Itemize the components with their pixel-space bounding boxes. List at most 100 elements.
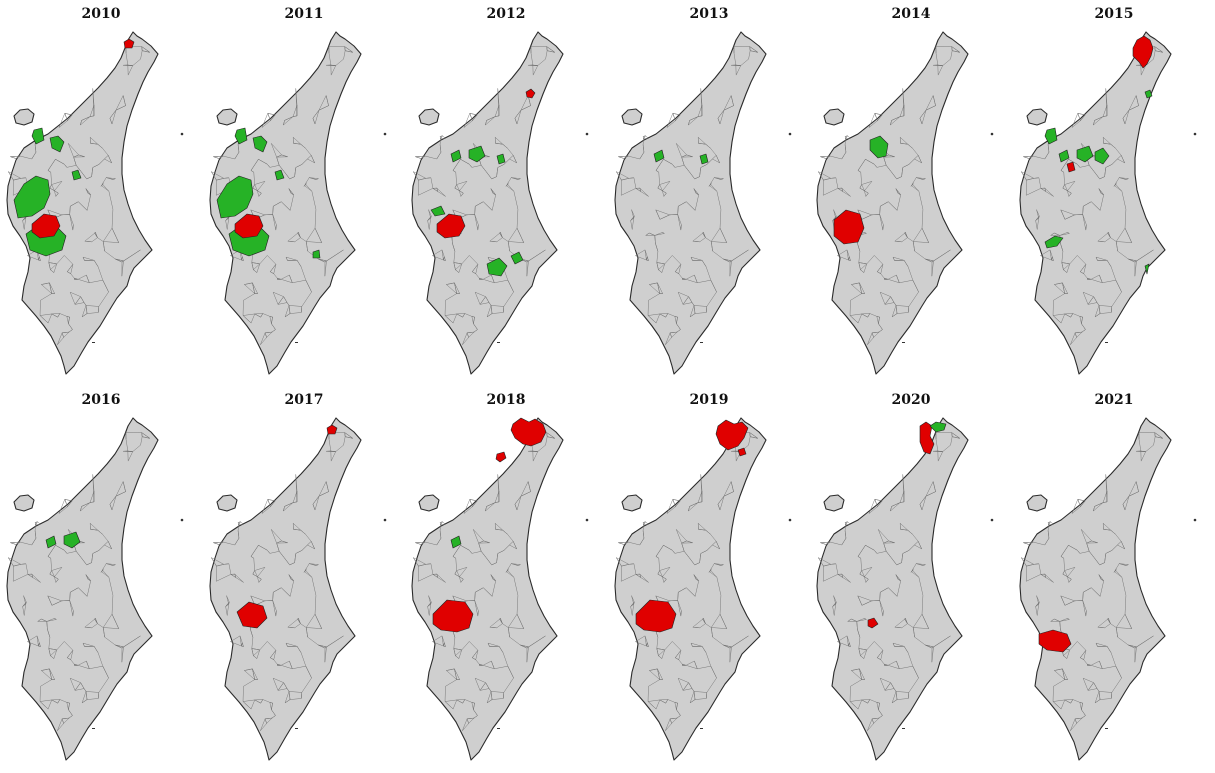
year-label: 2020 <box>891 392 931 408</box>
region-red-mid-red <box>1066 161 1076 173</box>
coastal-islet <box>902 342 905 343</box>
municipal-borders <box>1021 46 1164 345</box>
year-label: 2015 <box>1094 6 1134 22</box>
map-panel-2019: 2019 <box>608 386 810 772</box>
year-label: 2021 <box>1094 392 1134 408</box>
territory-outline <box>614 31 767 375</box>
region-map <box>1019 31 1197 375</box>
region-green-north-b <box>1076 145 1094 163</box>
region-green-sw-sliver <box>1044 235 1064 249</box>
region-map <box>614 417 792 761</box>
region-green-north-e <box>1094 147 1110 165</box>
region-green-east-small <box>312 249 321 259</box>
map-panel-2017: 2017 <box>203 386 405 772</box>
region-map <box>6 31 184 375</box>
region-map <box>209 31 387 375</box>
region-red-ne-mid <box>525 88 536 99</box>
region-red-ne-tip <box>326 424 338 435</box>
region-green-north-b <box>468 145 486 163</box>
coastal-islet <box>92 728 95 729</box>
territory-outline <box>6 417 159 761</box>
map-panel-2013: 2013 <box>608 0 810 386</box>
region-green-west-c <box>71 169 82 181</box>
region-green-west-big <box>216 175 254 219</box>
map-panel-2016: 2016 <box>0 386 202 772</box>
region-green-north-c <box>496 153 506 165</box>
offshore-islet <box>990 132 994 136</box>
region-green-north-a <box>450 149 462 163</box>
exclave-outline <box>13 494 35 512</box>
region-green-south-b <box>510 251 524 265</box>
coastal-islet <box>700 342 703 343</box>
region-red-sw-mid-big <box>432 599 474 633</box>
territory-outline <box>411 31 564 375</box>
exclave-outline <box>823 494 845 512</box>
offshore-islet <box>180 518 184 522</box>
coastal-islet <box>902 728 905 729</box>
coastal-islet <box>497 342 500 343</box>
region-map <box>411 417 589 761</box>
territory-outline <box>816 417 969 761</box>
region-green-west-a <box>234 127 248 145</box>
map-panel-2015: 2015 <box>1013 0 1215 386</box>
coastal-islet <box>295 342 298 343</box>
region-red-sw-ring <box>833 209 865 245</box>
territory-outline <box>6 31 159 375</box>
region-map <box>816 31 994 375</box>
region-green-west-b <box>252 135 268 153</box>
region-red-sw-low <box>1038 629 1072 653</box>
region-red-sw-center <box>436 213 466 239</box>
coastal-islet <box>1105 728 1108 729</box>
region-green-east-dot <box>1144 263 1150 275</box>
municipal-borders <box>211 432 354 731</box>
coastal-islet <box>92 342 95 343</box>
map-panel-2011: 2011 <box>203 0 405 386</box>
region-green-south-a <box>486 257 508 277</box>
region-red-sw-center <box>234 213 264 239</box>
offshore-islet <box>383 518 387 522</box>
exclave-outline <box>418 108 440 126</box>
offshore-islet <box>180 132 184 136</box>
exclave-outline <box>1026 108 1048 126</box>
region-map <box>209 417 387 761</box>
territory-outline <box>411 417 564 761</box>
exclave-outline <box>216 108 238 126</box>
region-red-sw-center <box>31 213 61 239</box>
region-green-north-a <box>45 535 57 549</box>
region-red-sw-mid-big <box>635 599 677 633</box>
map-panel-2014: 2014 <box>810 0 1012 386</box>
region-green-west-c <box>274 169 285 181</box>
territory-outline <box>1019 417 1172 761</box>
offshore-islet <box>1193 132 1197 136</box>
year-label: 2014 <box>891 6 931 22</box>
region-green-north-d <box>869 135 889 159</box>
year-label: 2013 <box>689 6 729 22</box>
region-map <box>1019 417 1197 761</box>
year-label: 2017 <box>284 392 324 408</box>
territory-outline <box>614 417 767 761</box>
offshore-islet <box>788 132 792 136</box>
region-map <box>411 31 589 375</box>
exclave-outline <box>216 494 238 512</box>
region-green-north-a <box>653 149 665 163</box>
region-red-ne-low <box>495 451 507 463</box>
coastal-islet <box>700 728 703 729</box>
offshore-islet <box>788 518 792 522</box>
region-green-sw-top <box>430 205 446 217</box>
region-map <box>816 417 994 761</box>
offshore-islet <box>585 132 589 136</box>
map-panel-2012: 2012 <box>405 0 607 386</box>
region-green-north-b <box>63 531 81 549</box>
region-red-ne-dot2 <box>737 447 747 457</box>
region-red-ne-tip <box>123 38 135 49</box>
offshore-islet <box>1193 518 1197 522</box>
year-label: 2016 <box>81 392 121 408</box>
municipal-borders <box>8 432 151 731</box>
exclave-outline <box>823 108 845 126</box>
map-panel-2020: 2020 <box>810 386 1012 772</box>
map-panel-2018: 2018 <box>405 386 607 772</box>
coastal-islet <box>497 728 500 729</box>
coastal-islet <box>295 728 298 729</box>
year-label: 2010 <box>81 6 121 22</box>
exclave-outline <box>1026 494 1048 512</box>
